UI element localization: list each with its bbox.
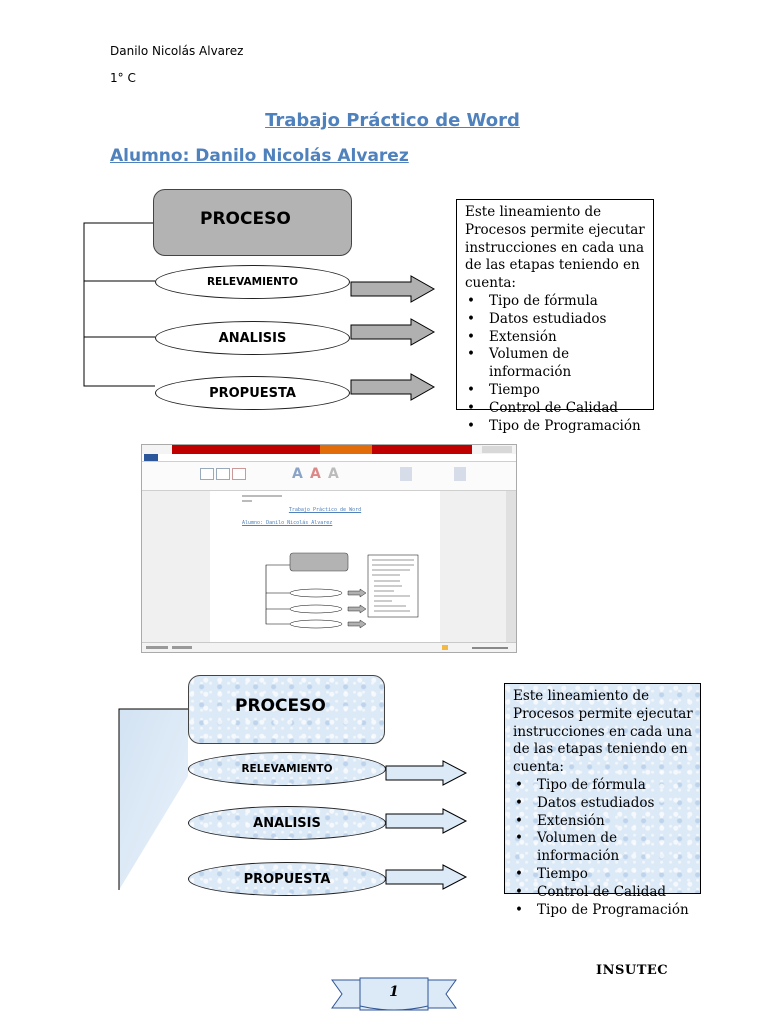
vertical-scrollbar[interactable]	[506, 491, 516, 642]
arrow-right-icon	[350, 318, 436, 346]
grade-label: 1° C	[110, 71, 136, 85]
step-analisis: ANALISIS	[155, 321, 350, 355]
zoom-slider[interactable]	[472, 647, 508, 649]
shape-style-icon	[216, 468, 230, 480]
list-item: Tipo de Programación	[515, 902, 694, 920]
arrow-right-icon	[350, 373, 436, 401]
left-gutter	[142, 491, 210, 642]
step-relevamiento: RELEVAMIENTO	[155, 265, 350, 299]
drawing-tools-tab	[320, 445, 372, 454]
arrow-right-icon	[385, 864, 468, 890]
arrow-right-icon	[385, 760, 468, 786]
ribbon-tabs	[142, 454, 516, 462]
list-item: Datos estudiados	[515, 795, 694, 813]
list-item: Tipo de fórmula	[515, 777, 694, 795]
page-number: 1	[389, 984, 399, 1000]
list-item: Tipo de Programación	[467, 418, 647, 436]
wordart-icon: A	[328, 466, 339, 482]
word-screenshot: A A A Trabajo Práctico de Word Alumno: D…	[141, 444, 517, 653]
company-name: INSUTEC	[596, 963, 669, 978]
list-item: Control de Calidad	[467, 400, 647, 418]
word-count-status	[172, 646, 192, 649]
view-mode-icon[interactable]	[442, 645, 448, 650]
criteria-list: Tipo de fórmula Datos estudiados Extensi…	[513, 777, 694, 919]
arrange-icon	[400, 467, 412, 481]
description-text: Este lineamiento de Procesos permite eje…	[513, 688, 693, 776]
student-line: Alumno: Danilo Nicolás Alvarez	[110, 146, 409, 166]
ribbon-toolbar: A A A	[142, 462, 516, 491]
wordart-icon: A	[292, 466, 303, 482]
step-propuesta: PROPUESTA	[155, 376, 350, 410]
step-analisis-textured: ANALISIS	[188, 806, 386, 840]
window-controls	[482, 446, 512, 453]
process-box: PROCESO	[153, 189, 352, 256]
list-item: Control de Calidad	[515, 884, 694, 902]
document-title: Trabajo Práctico de Word	[265, 110, 520, 131]
list-item: Volumen de información	[515, 830, 694, 866]
step-propuesta-textured: PROPUESTA	[188, 862, 386, 896]
diagram-1-connectors	[83, 222, 436, 401]
wordart-icon: A	[310, 466, 321, 482]
page-status	[146, 646, 168, 649]
mini-diagram	[265, 552, 419, 629]
shape-style-icon	[200, 468, 214, 480]
document-page: Trabajo Práctico de Word Alumno: Danilo …	[210, 491, 440, 642]
list-item: Extensión	[467, 329, 647, 347]
tiny-text-line	[242, 500, 252, 502]
description-box-textured: Este lineamiento de Procesos permite eje…	[504, 683, 701, 919]
author-name: Danilo Nicolás Alvarez	[110, 44, 244, 58]
list-item: Tipo de fórmula	[467, 293, 647, 311]
arrow-right-icon	[350, 275, 436, 303]
list-item: Datos estudiados	[467, 311, 647, 329]
diagram-2-connectors	[118, 708, 468, 890]
step-relevamiento-textured: RELEVAMIENTO	[188, 752, 386, 786]
process-box-textured: PROCESO	[188, 675, 385, 744]
right-gutter	[440, 491, 506, 642]
group-icon	[454, 467, 466, 481]
list-item: Tiempo	[515, 866, 694, 884]
file-tab	[144, 454, 158, 461]
shape-style-icon	[232, 468, 246, 480]
window-titlebar	[142, 445, 516, 454]
list-item: Extensión	[515, 813, 694, 831]
tiny-text-line	[242, 495, 282, 497]
page-number-ribbon	[331, 977, 457, 1011]
list-item: Volumen de información	[467, 346, 647, 382]
description-text: Este lineamiento de Procesos permite eje…	[465, 204, 645, 292]
criteria-list: Tipo de fórmula Datos estudiados Extensi…	[465, 293, 647, 435]
arrow-right-icon	[385, 808, 468, 834]
list-item: Tiempo	[467, 382, 647, 400]
status-bar	[142, 642, 516, 652]
mini-doc-title: Trabajo Práctico de Word	[288, 507, 362, 513]
description-box: Este lineamiento de Procesos permite eje…	[456, 199, 654, 435]
mini-student-line: Alumno: Danilo Nicolás Alvarez	[242, 520, 333, 526]
